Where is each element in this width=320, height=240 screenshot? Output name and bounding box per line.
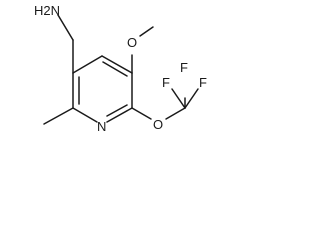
bond-c1-n-double (106, 104, 128, 117)
bond-c3-c2 (101, 55, 133, 74)
bond-n-c6 (72, 107, 98, 123)
bond-c6-methyl (43, 107, 74, 125)
bond-c1-ocf3-o (131, 107, 152, 120)
ring-nitrogen-label: N (97, 119, 106, 134)
bond-cf3-f-left (171, 88, 186, 109)
fluorine-right-label: F (199, 75, 207, 90)
bond-lines (43, 14, 199, 125)
bond-c4-c3 (72, 55, 103, 74)
bond-ch2-n (57, 14, 74, 41)
bond-cf3-f-right (184, 88, 199, 109)
chemical-structure-diagram: H2N O N O F F F (34, 3, 207, 134)
trifluoromethoxy-oxygen-label: O (153, 117, 163, 132)
bond-c1-n (106, 107, 133, 123)
bond-methoxy-o-ch3 (139, 26, 154, 37)
bond-ocf3-o-c (165, 107, 186, 120)
methoxy-oxygen-label: O (127, 35, 137, 50)
atom-labels: H2N O N O F F F (34, 3, 207, 134)
fluorine-left-label: F (162, 75, 170, 90)
bond-c3-c2-double (102, 61, 128, 77)
amine-label: H2N (34, 3, 60, 18)
fluorine-top-label: F (180, 60, 188, 75)
